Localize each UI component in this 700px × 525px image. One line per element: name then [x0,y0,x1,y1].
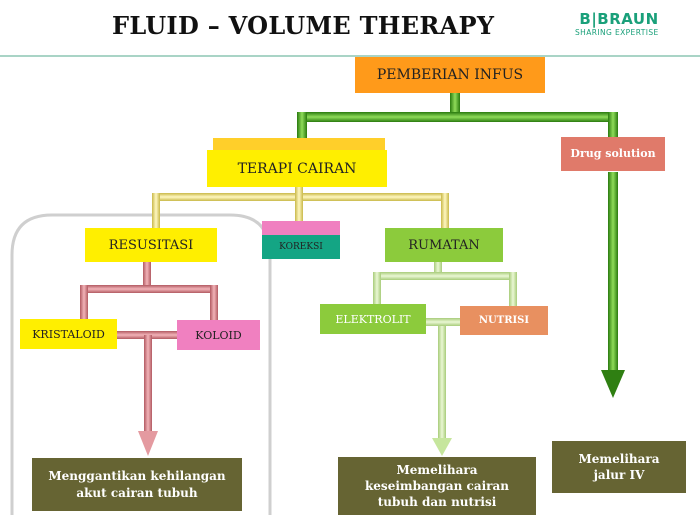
brand-logo: B|BRAUN SHARING EXPERTISE [575,10,659,37]
node-drug-solution: Drug solution [561,137,665,171]
connector-resusitasi [80,261,218,456]
node-outcome-rumatan: Memelihara keseimbangan cairan tubuh dan… [338,457,536,515]
node-rumatan: RUMATAN [385,228,503,262]
node-pemberian-infus: PEMBERIAN INFUS [355,57,545,93]
page-title: FLUID – VOLUME THERAPY [112,11,495,40]
node-koreksi: KOREKSI [262,235,340,259]
node-nutrisi: NUTRISI [460,306,548,335]
node-koloid: KOLOID [177,320,260,350]
node-terapi-cairan: TERAPI CAIRAN [207,150,387,187]
brand-name: B|BRAUN [579,10,659,28]
brand-tagline: SHARING EXPERTISE [575,28,659,37]
connector-rumatan [373,262,517,456]
header-divider [0,55,700,57]
connector-terapi-cairan [152,185,449,233]
node-terapi-cairan-shadow [213,138,385,152]
node-outcome-drug: Memelihara jalur IV [552,441,686,493]
connector-pemberian-infus [297,92,625,398]
node-resusitasi: RESUSITASI [85,228,217,262]
node-kristaloid: KRISTALOID [20,319,117,349]
node-outcome-resusitasi: Menggantikan kehilangan akut cairan tubu… [32,458,242,511]
node-koreksi-top [262,221,340,235]
node-elektrolit: ELEKTROLIT [320,304,426,334]
